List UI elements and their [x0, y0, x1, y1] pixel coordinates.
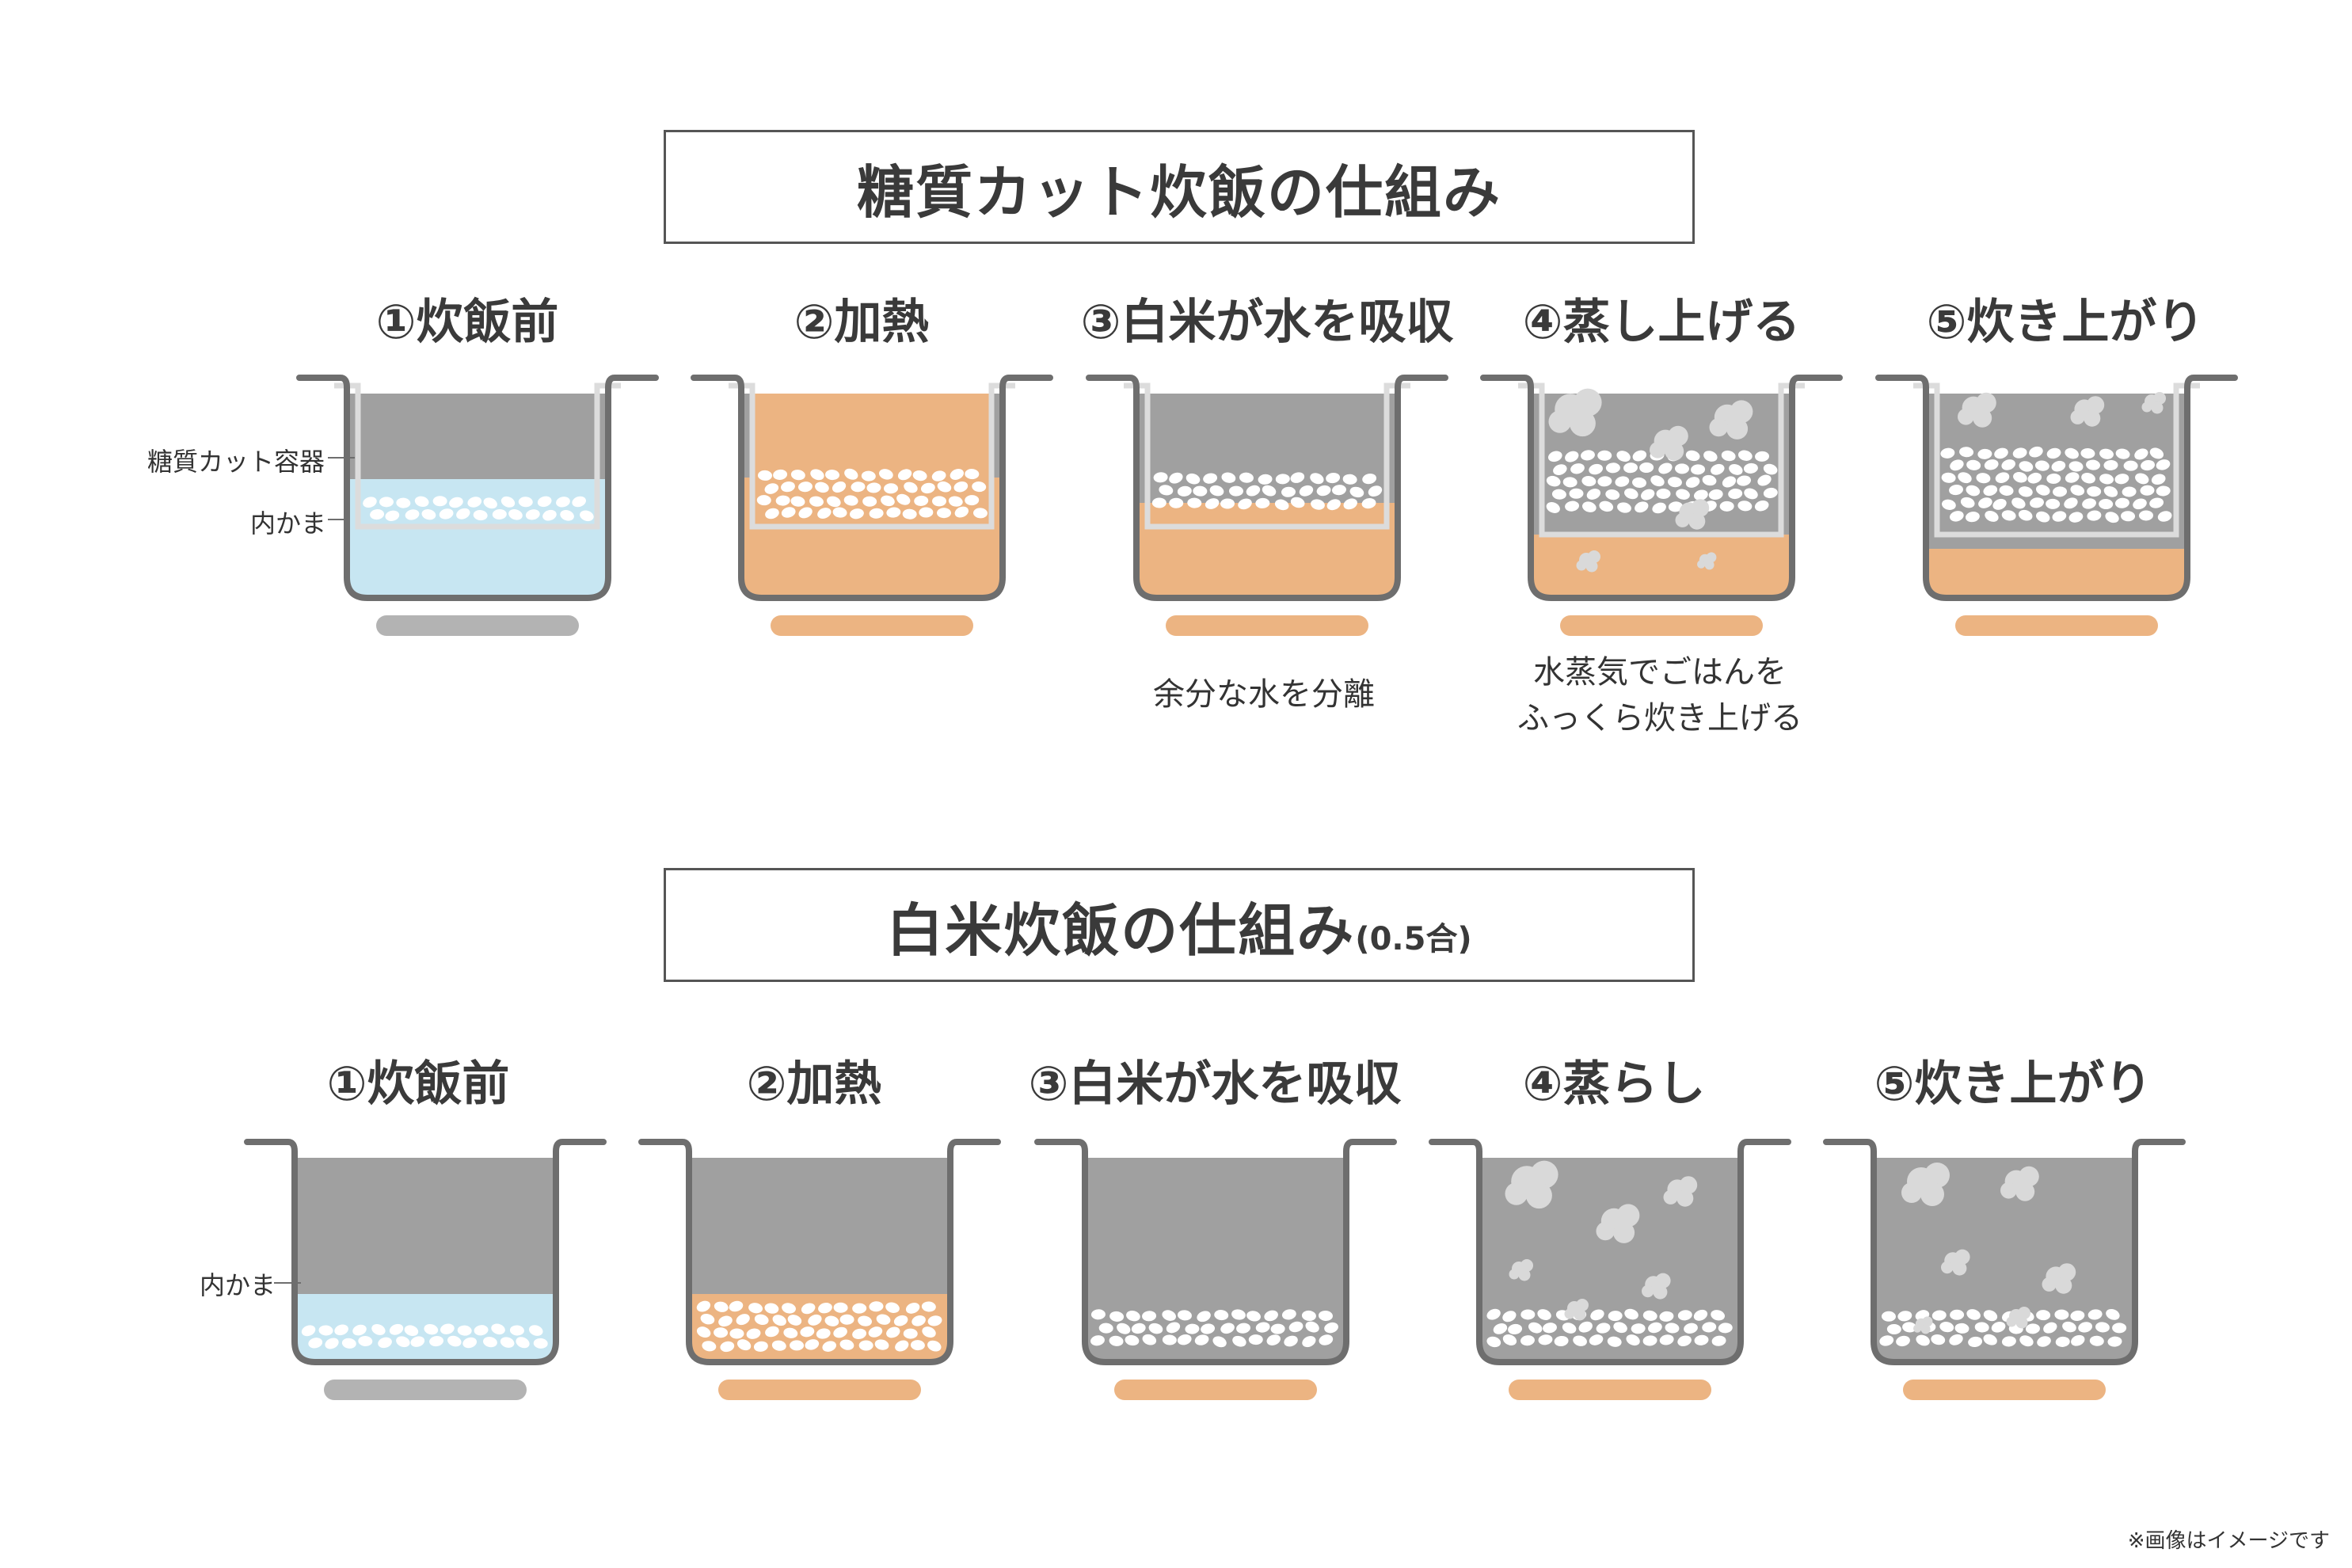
pot-cut-2 [691, 375, 1053, 636]
section-title-cut: 糖質カット炊飯の仕組み [856, 158, 1501, 226]
pot-cut-2-container [729, 382, 1015, 530]
section-title-box-cut: 糖質カット炊飯の仕組み [664, 130, 1695, 244]
caption-cut-3-line-1: 余分な水を分離 [1153, 676, 1375, 713]
side-label-container: 糖質カット容器 [147, 447, 325, 477]
pot-cut-5-outline [1875, 375, 2238, 601]
pot-white-3-outline [1034, 1139, 1397, 1365]
caption-cut-3: 余分な水を分離 [1066, 672, 1462, 717]
pot-cut-4 [1480, 375, 1843, 636]
pot-white-4-steam-3 [1509, 1259, 1533, 1281]
pot-white-2 [638, 1139, 1001, 1400]
pot-cut-3-liquid [1136, 503, 1398, 598]
pot-cut-5-liquid [1926, 549, 2187, 598]
pot-cut-1-container [334, 382, 621, 530]
pot-white-3-heater [1114, 1380, 1317, 1400]
pot-white-4-steam-2 [1663, 1176, 1698, 1207]
section-title-white: 白米炊飯の仕組み [886, 896, 1356, 964]
step-label-white-1: ①炊飯前 [326, 1056, 510, 1112]
pot-cut-3-heater [1166, 615, 1368, 636]
step-label-cut-4: ④蒸し上げる [1522, 295, 1801, 350]
pot-white-4-outline [1429, 1139, 1791, 1365]
caption-cut-4-line-2: ふっくら炊き上げる [1517, 700, 1802, 736]
pot-white-5-outline [1823, 1139, 2186, 1365]
pot-cut-3-rice [1151, 472, 1383, 511]
pot-white-4-steam-4 [1642, 1273, 1671, 1300]
pot-cut-4-steam-2 [1709, 400, 1753, 440]
pot-cut-5 [1875, 375, 2238, 636]
pot-white-5-heater [1903, 1380, 2106, 1400]
pot-white-3-rice-bottom [1090, 1309, 1338, 1348]
pot-white-5-rice-bottom [1879, 1309, 2127, 1347]
section-title-suffix: (0.5合) [1355, 921, 1472, 957]
pot-white-2-outline [638, 1139, 1001, 1365]
pot-white-1-rice-bottom [301, 1323, 548, 1349]
pot-white-5-steam-4 [1913, 1316, 1933, 1334]
pot-white-4-steam-0 [1505, 1160, 1558, 1209]
pot-cut-4-steam-3 [1675, 499, 1710, 530]
pot-cut-2-heater [771, 615, 973, 636]
step-label-white-4: ④蒸らし [1522, 1056, 1706, 1112]
pot-white-5-steam-0 [1901, 1163, 1950, 1206]
pot-cut-1 [296, 375, 659, 636]
pot-cut-1-rice [363, 496, 594, 522]
pot-white-4-steam-1 [1596, 1204, 1640, 1243]
pot-white-2-rice-bottom [696, 1300, 942, 1353]
pot-cut-4-steam-1 [1650, 425, 1688, 461]
pot-cut-5-rice [1940, 446, 2172, 523]
step-label-cut-5: ⑤炊き上がり [1926, 295, 2205, 350]
pot-cut-4-liquid [1531, 535, 1792, 598]
step-label-cut-3: ③白米が水を吸収 [1080, 295, 1454, 350]
pot-white-1-outline [244, 1139, 607, 1365]
side-label-inner-pot-cut: 内かま [249, 508, 326, 539]
step-label-cut-2: ②加熱 [794, 295, 930, 350]
caption-cut-4-line-1: 水蒸気でごはんを [1533, 654, 1787, 691]
pot-cut-1-outline [296, 375, 659, 601]
pot-white-5-steam-3 [2042, 1263, 2076, 1294]
pot-cut-2-container-fill [752, 394, 991, 527]
pot-white-1 [244, 1139, 607, 1400]
step-label-white-5: ⑤炊き上がり [1874, 1056, 2152, 1112]
pot-cut-3-container [1124, 382, 1410, 530]
pot-cut-5-steam-0 [1958, 392, 1996, 428]
pot-cut-3 [1086, 375, 1448, 636]
pot-cut-4-steam-0 [1548, 388, 1602, 437]
image-note: ※画像はイメージです [2127, 1529, 2330, 1553]
pot-cut-4-container [1518, 382, 1805, 538]
pot-cut-5-steam-2 [2141, 392, 2166, 414]
pot-white-5-steam-1 [2000, 1166, 2039, 1201]
pot-white-4-steam-5 [1564, 1299, 1589, 1321]
pot-cut-5-container [1913, 382, 2200, 538]
pot-white-5-steam-5 [2006, 1307, 2030, 1329]
pot-cut-1-liquid [347, 479, 608, 598]
pot-white-5 [1823, 1139, 2186, 1400]
step-label-white-2: ②加熱 [746, 1056, 882, 1112]
pot-cut-3-outline [1086, 375, 1448, 601]
pot-cut-2-rice [756, 468, 988, 519]
pot-cut-2-outline [691, 375, 1053, 601]
pot-cut-5-steam-1 [2070, 396, 2105, 427]
step-label-white-3: ③白米が水を吸収 [1028, 1056, 1402, 1112]
pot-cut-4-steam-5 [1697, 552, 1717, 570]
section-title-box-white: 白米炊飯の仕組み (0.5合) [664, 868, 1695, 982]
pot-cut-4-rice [1546, 450, 1778, 514]
caption-cut-4: 水蒸気でごはんを ふっくら炊き上げる [1462, 649, 1858, 741]
pot-cut-4-heater [1560, 615, 1763, 636]
pot-white-3 [1034, 1139, 1397, 1400]
side-label-inner-pot-white: 内かま [199, 1270, 276, 1300]
pot-white-4 [1429, 1139, 1791, 1400]
pot-white-5-steam-2 [1941, 1249, 1970, 1276]
pot-cut-4-outline [1480, 375, 1843, 601]
step-label-cut-1: ①炊飯前 [375, 295, 559, 350]
pot-cut-1-heater [376, 615, 579, 636]
pot-cut-5-heater [1955, 615, 2158, 636]
pot-white-1-heater [324, 1380, 527, 1400]
pot-cut-4-steam-4 [1576, 550, 1600, 573]
pot-white-2-heater [718, 1380, 921, 1400]
pot-white-4-heater [1509, 1380, 1711, 1400]
